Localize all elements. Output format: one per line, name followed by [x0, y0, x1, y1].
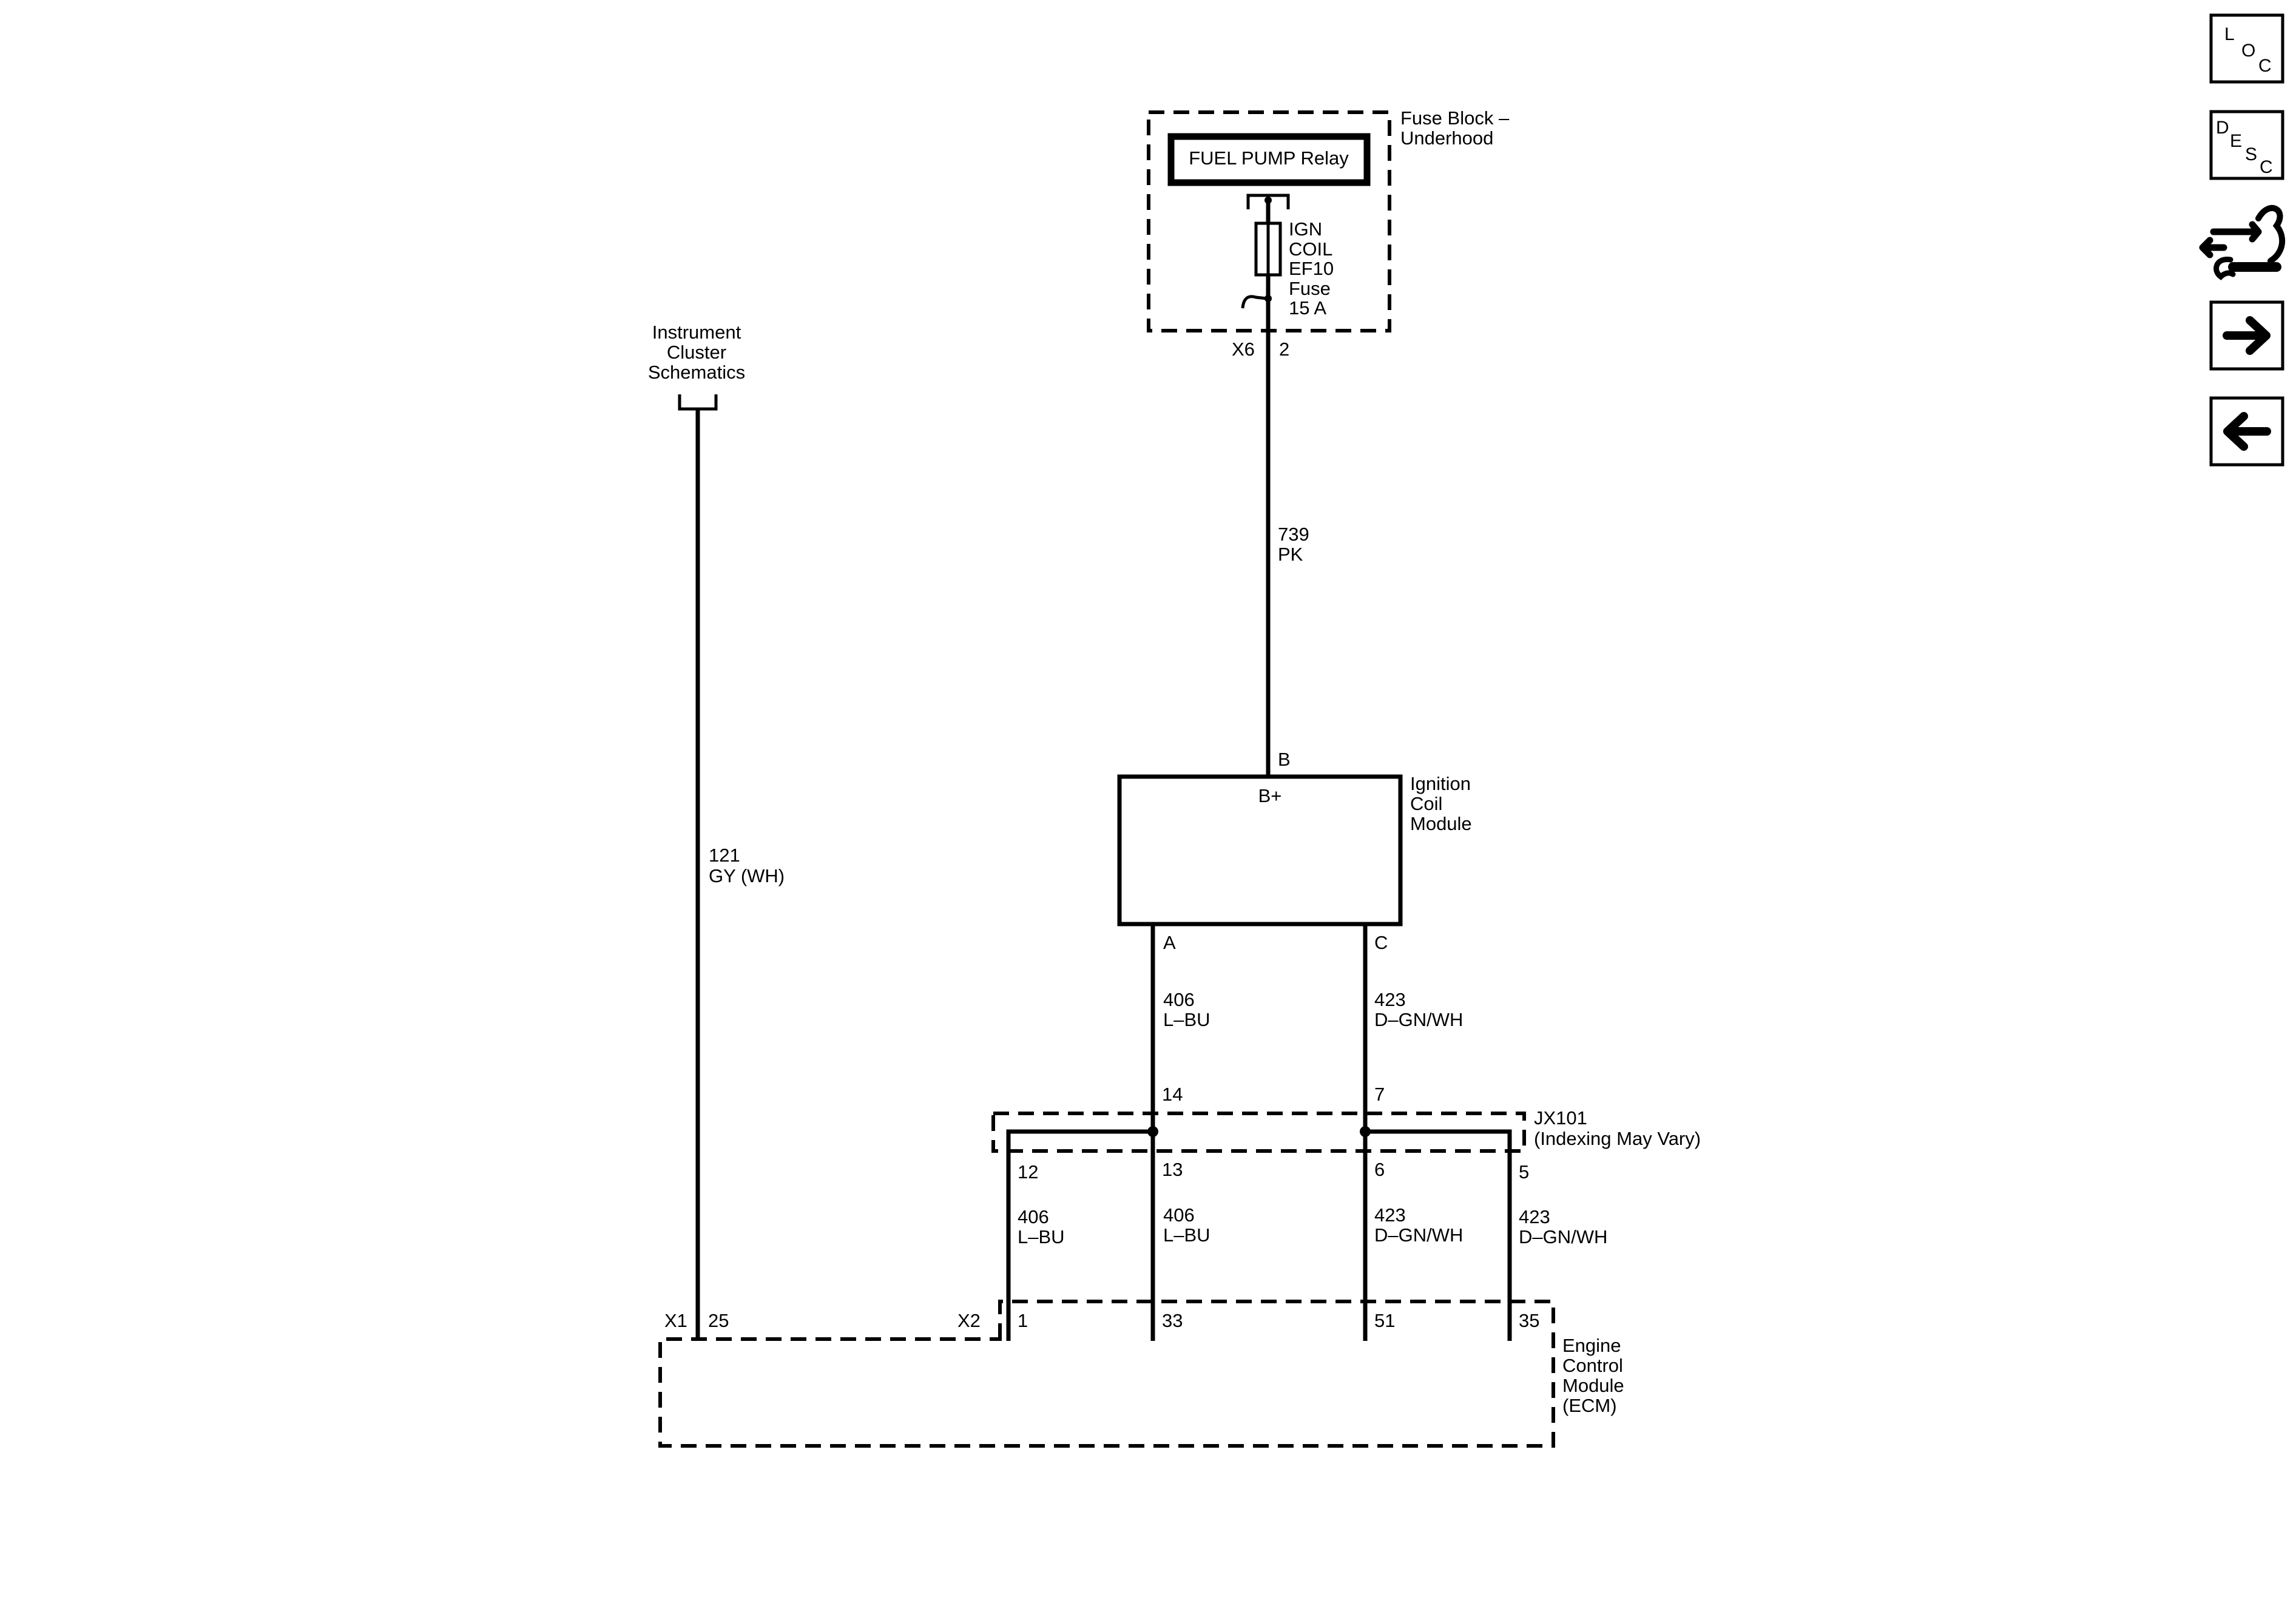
engine-control-module: Engine Control Module (ECM) X1 25 X2 1 3…	[658, 1300, 1624, 1448]
wire-423-left-circuit: 423	[1374, 1204, 1406, 1226]
ignition-coil-module: B B+ Ignition Coil Module A C	[1117, 749, 1472, 953]
wire-406-left-circuit: 406	[1018, 1206, 1049, 1227]
wire-423-upper-color: D–GN/WH	[1374, 1009, 1463, 1030]
previous-button[interactable]	[2209, 396, 2284, 467]
relay-terminal-bracket	[1246, 194, 1290, 209]
instrument-cluster-reference: Instrument Cluster Schematics	[648, 322, 745, 411]
connector-wrench-icon	[2199, 204, 2285, 280]
splice-bus-right	[1365, 1129, 1512, 1341]
loc-letter-o: O	[2241, 41, 2255, 61]
instrument-cluster-line2: Cluster	[667, 342, 726, 363]
ecm-pin-51: 51	[1374, 1310, 1395, 1331]
ignition-coil-pin-c: C	[1374, 932, 1388, 953]
fuse-connector-id: X6	[1232, 339, 1255, 360]
location-button[interactable]: L O C	[2209, 13, 2284, 84]
ignition-coil-name-line3: Module	[1410, 813, 1472, 834]
loc-letter-l: L	[2224, 24, 2235, 44]
fuse-label-line3: EF10	[1289, 258, 1334, 279]
instrument-cluster-line3: Schematics	[648, 362, 745, 383]
wire-423-right-color: D–GN/WH	[1519, 1226, 1607, 1247]
fuse-block-name-line2: Underhood	[1400, 127, 1493, 149]
loc-letter-c: C	[2258, 56, 2272, 76]
description-button[interactable]: D E S C	[2209, 110, 2284, 180]
wire-406-upper-color: L–BU	[1163, 1009, 1210, 1030]
wire-406-right-circuit: 406	[1163, 1204, 1195, 1226]
ecm-pin-35: 35	[1519, 1310, 1539, 1331]
ecm-connector-x2: X2	[957, 1310, 981, 1331]
ecm-name-line2: Control	[1562, 1355, 1623, 1376]
fuse-label-line2: COIL	[1289, 238, 1332, 260]
ignition-coil-name-line1: Ignition	[1410, 773, 1471, 794]
location-button-frame	[2209, 13, 2284, 84]
ecm-name-line4: (ECM)	[1562, 1395, 1617, 1416]
splice-bus-left	[1006, 1129, 1153, 1341]
wire-423-left-color: D–GN/WH	[1374, 1224, 1463, 1246]
fuse-label-line4: Fuse	[1289, 278, 1331, 299]
wire-423-upper-circuit: 423	[1374, 989, 1406, 1010]
arrow-right-icon	[2223, 316, 2271, 355]
fuse-connector-symbol	[1241, 295, 1268, 309]
splice-pin-5: 5	[1519, 1161, 1529, 1183]
fuse-connector-pin: 2	[1279, 339, 1289, 360]
splice-pin-13: 13	[1162, 1159, 1183, 1180]
ignition-coil-terminal-bplus: B+	[1258, 785, 1282, 806]
wire-406-right-color: L–BU	[1163, 1224, 1210, 1246]
ecm-pin-33: 33	[1162, 1310, 1183, 1331]
fuse-block-underhood: Fuse Block – Underhood FUEL PUMP Relay I…	[1147, 107, 1510, 332]
ecm-connector-x1: X1	[664, 1310, 687, 1331]
splice-pin-6: 6	[1374, 1159, 1385, 1180]
relay-box	[1167, 133, 1371, 186]
relay-label: FUEL PUMP Relay	[1189, 147, 1349, 169]
ecm-pin-25: 25	[708, 1310, 729, 1331]
fuse-label-line1: IGN	[1289, 218, 1322, 240]
splice-outline	[991, 1112, 1526, 1153]
next-button[interactable]	[2209, 300, 2284, 371]
wire-423-right-circuit: 423	[1519, 1206, 1550, 1227]
desc-letter-e: E	[2230, 131, 2242, 151]
wire-121-color: GY (WH)	[709, 865, 785, 886]
ecm-name-line3: Module	[1562, 1375, 1624, 1396]
wire-739-color: PK	[1278, 544, 1303, 565]
instrument-cluster-bracket	[678, 394, 718, 411]
fuse-block-name-line1: Fuse Block –	[1400, 107, 1510, 129]
wire-739-circuit: 739	[1278, 524, 1309, 545]
ignition-coil-box	[1117, 774, 1403, 926]
connector-repair-button[interactable]	[2199, 204, 2285, 280]
description-button-frame	[2209, 110, 2284, 180]
splice-note: (Indexing May Vary)	[1534, 1128, 1701, 1149]
wire-406-left-color: L–BU	[1018, 1226, 1065, 1247]
ignition-coil-name-line2: Coil	[1410, 793, 1442, 814]
ecm-name-line1: Engine	[1562, 1335, 1621, 1356]
splice-name: JX101	[1534, 1107, 1587, 1129]
desc-letter-c: C	[2260, 157, 2273, 177]
splice-pin-14: 14	[1162, 1084, 1183, 1105]
wire-121-circuit: 121	[709, 845, 740, 866]
fuel-pump-relay: FUEL PUMP Relay	[1167, 133, 1371, 186]
ecm-outline	[658, 1300, 1555, 1448]
instrument-cluster-line1: Instrument	[652, 322, 741, 343]
splice-jx101: JX101 (Indexing May Vary) 14 7 12 13 6 5	[991, 1084, 1701, 1341]
desc-letter-d: D	[2216, 118, 2229, 138]
wire-406-upper-circuit: 406	[1163, 989, 1195, 1010]
ecm-pin-1: 1	[1018, 1310, 1028, 1331]
arrow-left-icon	[2223, 412, 2271, 451]
ignition-coil-pin-b: B	[1278, 749, 1291, 770]
desc-letter-s: S	[2245, 144, 2257, 164]
ignition-coil-pin-a: A	[1163, 932, 1176, 953]
splice-pin-12: 12	[1018, 1161, 1038, 1183]
splice-pin-7: 7	[1374, 1084, 1385, 1105]
fuse-label-line5: 15 A	[1289, 297, 1326, 319]
